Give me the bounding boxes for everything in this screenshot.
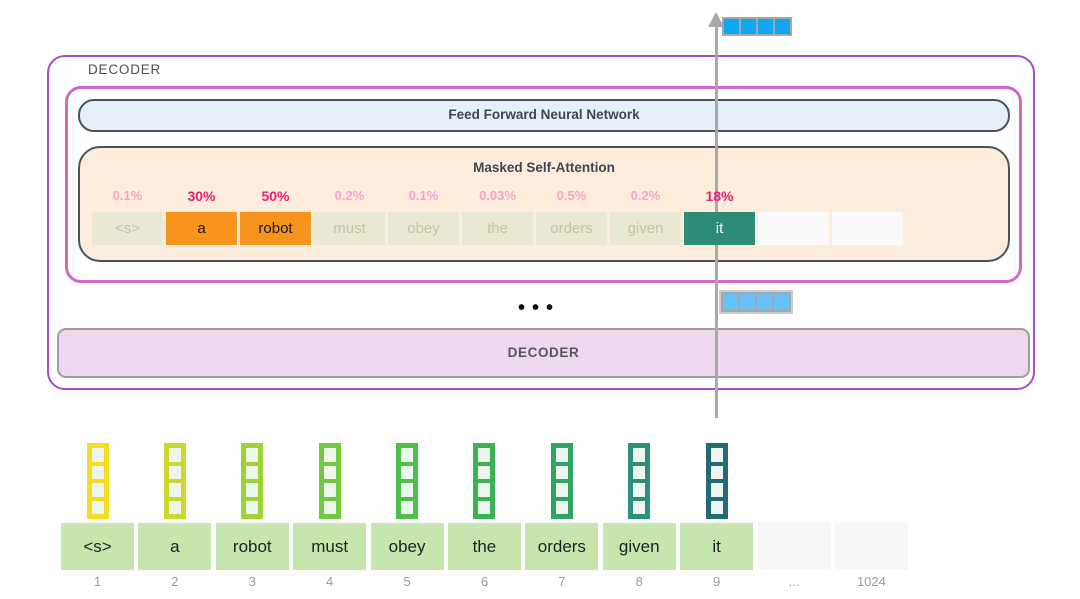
position-index: 1024 (856, 574, 886, 589)
vector-cell (775, 19, 790, 34)
position-index: 7 (558, 574, 566, 589)
attention-token: robot (240, 212, 311, 245)
attention-token: given (610, 212, 681, 245)
arrow-up-icon (708, 12, 724, 27)
attention-score: 0.1% (112, 188, 143, 203)
attention-score-row: 0.1% 30% 50% 0.2% 0.1% 0.03% 0.5% 0.2% 1… (92, 188, 903, 204)
feed-forward-bar: Feed Forward Neural Network (78, 99, 1010, 132)
vector-cell (758, 19, 773, 34)
attention-score: 0.03% (479, 188, 516, 203)
attention-score: 0.5% (556, 188, 587, 203)
position-index: 5 (403, 574, 411, 589)
decoder-label: DECODER (88, 62, 162, 77)
attention-token-empty (832, 212, 903, 245)
attention-score: 30% (187, 188, 216, 204)
attention-token: must (314, 212, 385, 245)
embedding-vector (628, 443, 651, 519)
input-token: must (293, 523, 367, 570)
vector-cell (774, 294, 789, 310)
embedding-vector (396, 443, 419, 519)
embedding-vector-row (61, 443, 753, 519)
embedding-vector (705, 443, 728, 519)
attention-score: 0.2% (334, 188, 365, 203)
attention-token: a (166, 212, 237, 245)
input-token-row: <s> a robot must obey the orders given i… (61, 523, 908, 570)
input-token: obey (370, 523, 444, 570)
position-index: 8 (635, 574, 643, 589)
vector-cell (740, 294, 755, 310)
attention-title: Masked Self-Attention (473, 160, 615, 175)
input-token-empty (757, 523, 831, 570)
position-index: 3 (248, 574, 256, 589)
attention-score (832, 188, 903, 204)
lower-decoder-bar: DECODER (57, 328, 1030, 378)
embedding-vector (550, 443, 573, 519)
attention-score (758, 188, 829, 204)
input-token: given (602, 523, 676, 570)
output-vector (722, 17, 792, 36)
input-token-empty (834, 523, 908, 570)
attention-token: obey (388, 212, 459, 245)
input-token: orders (525, 523, 599, 570)
attention-token-row: <s> a robot must obey the orders given i… (92, 212, 903, 245)
position-index: 2 (171, 574, 179, 589)
attention-score: 0.2% (630, 188, 661, 203)
attention-score: 18% (705, 188, 734, 204)
position-index-row: 1 2 3 4 5 6 7 8 9 ... 1024 (61, 574, 908, 589)
input-token: <s> (61, 523, 134, 570)
input-token: robot (215, 523, 289, 570)
position-index: 1 (93, 574, 102, 589)
position-index: ... (788, 574, 800, 589)
attention-score: 50% (261, 188, 290, 204)
decoder-outer-box (47, 55, 1035, 390)
position-index: 6 (480, 574, 489, 589)
embedding-vector (163, 443, 186, 519)
attention-token: <s> (92, 212, 163, 245)
embedding-vector (318, 443, 341, 519)
vector-cell (723, 294, 738, 310)
embedding-vector (86, 443, 109, 519)
position-index: 9 (713, 574, 721, 589)
hidden-state-vector (719, 290, 793, 314)
vector-cell (757, 294, 772, 310)
position-index: 4 (326, 574, 334, 589)
attention-token-empty (758, 212, 829, 245)
input-token: a (138, 523, 212, 570)
embedding-vector (473, 443, 496, 519)
attention-token: orders (536, 212, 607, 245)
embedding-vector (241, 443, 264, 519)
attention-token: the (462, 212, 533, 245)
masked-self-attention-box: Masked Self-Attention 0.1% 30% 50% 0.2% … (78, 146, 1010, 262)
vector-cell (741, 19, 756, 34)
decoder-layer-box (65, 86, 1022, 283)
attention-token-current: it (684, 212, 755, 245)
input-token: the (447, 523, 521, 570)
vector-cell (724, 19, 739, 34)
attention-score: 0.1% (408, 188, 439, 203)
stacked-layers-ellipsis: ••• (517, 297, 560, 319)
input-token: it (680, 523, 754, 570)
